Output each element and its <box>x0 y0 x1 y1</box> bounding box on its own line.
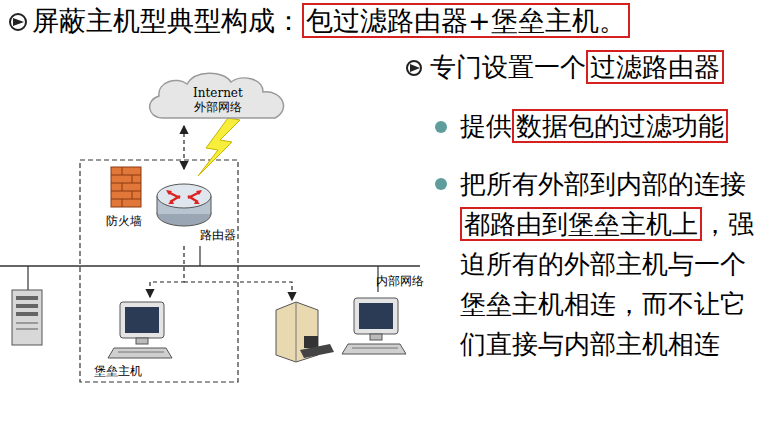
arrow-bullet <box>10 14 26 30</box>
body-text: 提供 <box>460 111 512 141</box>
lan-drop <box>27 266 28 290</box>
text-row: 提供数据包的过滤功能 <box>460 108 760 144</box>
bastion-host: 堡垒主机 <box>92 298 176 380</box>
node-label: 堡垒主机 <box>94 364 142 378</box>
node-label: 内部网络 <box>376 274 424 288</box>
highlighted-text: 数据包的过滤功能 <box>512 109 728 143</box>
dashed-connector <box>150 246 184 297</box>
lightning-bolt <box>198 118 240 176</box>
highlighted-text: 包过滤路由器+堡垒主机。 <box>302 3 630 38</box>
server-tower <box>12 290 42 345</box>
body-text: 专门设置一个 <box>430 52 586 82</box>
internet-cloud: Internet外部网络 <box>143 66 293 124</box>
node-label: 防火墙 <box>106 214 142 228</box>
highlighted-text: 都路由到堡垒主机上 <box>460 207 702 241</box>
text-row: 专门设置一个过滤路由器 <box>430 50 766 84</box>
bastion-host-icon <box>106 300 174 360</box>
lan-bus <box>0 265 420 267</box>
node-label: 路由器 <box>200 228 236 242</box>
internal-server <box>276 302 334 362</box>
body-text: 屏蔽主机型典型构成： <box>32 5 302 36</box>
internal-host-icon <box>340 296 408 356</box>
body-text: 把所有外部到内部的连接 <box>460 169 746 199</box>
screened-host-boundary <box>80 160 238 382</box>
dashed-connector <box>183 126 184 169</box>
lan-drop <box>199 246 200 266</box>
dot-bullet <box>435 121 447 133</box>
text-row: 屏蔽主机型典型构成：包过滤路由器+堡垒主机。 <box>32 4 752 38</box>
node-label: Internet <box>193 86 243 100</box>
firewall: 防火墙 <box>104 162 148 234</box>
internal-host: 内部网络 <box>334 272 430 358</box>
router: 路由器 <box>156 170 248 246</box>
node-label: 外部网络 <box>194 100 242 114</box>
blocked-route <box>184 282 292 300</box>
text-row: 把所有外部到内部的连接都路由到堡垒主机上，强迫所有的外部主机与一个堡垒主机相连，… <box>460 164 760 364</box>
firewall-icon <box>110 166 142 208</box>
arrow-bullet <box>407 61 421 75</box>
router-icon <box>156 174 212 228</box>
highlighted-text: 过滤路由器 <box>586 50 724 84</box>
dot-bullet <box>435 178 447 190</box>
